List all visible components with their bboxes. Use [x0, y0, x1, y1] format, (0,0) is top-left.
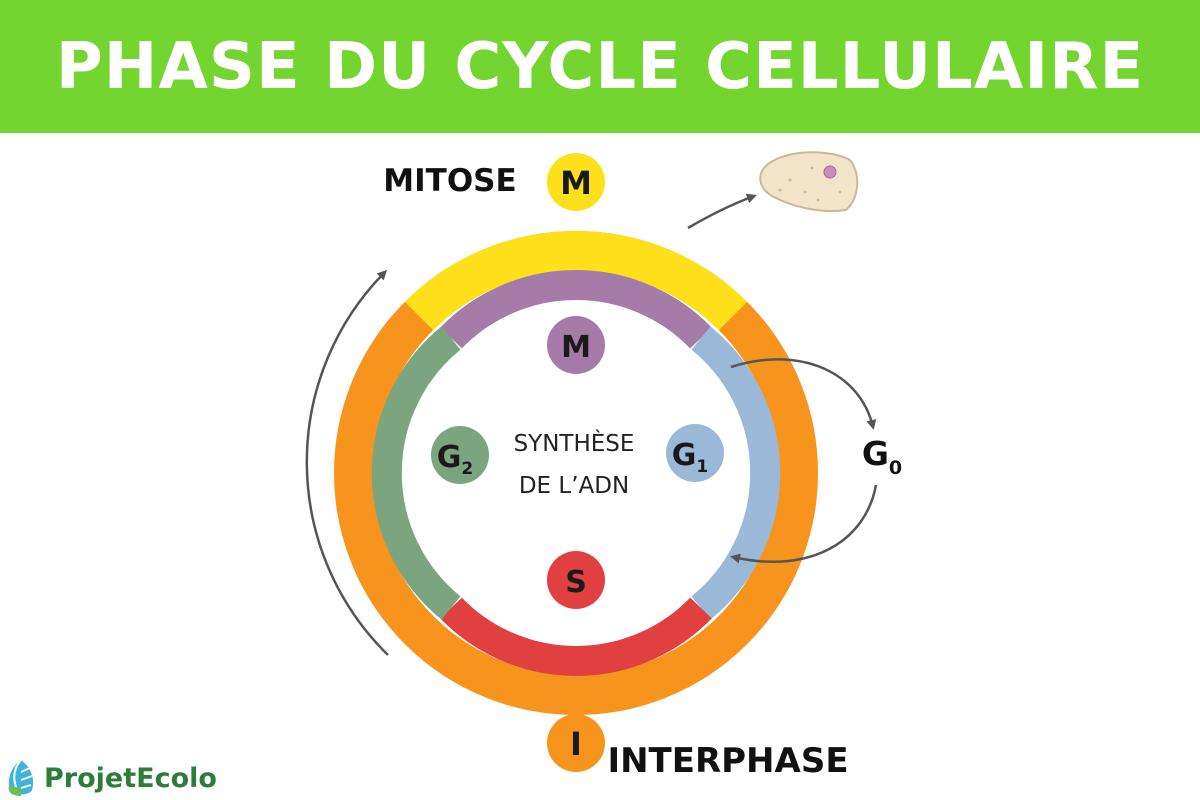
mitose-badge-text: M: [560, 164, 592, 202]
m-phase-badge: [547, 316, 605, 374]
s-phase-badge: [547, 551, 605, 609]
cell-illustration: [759, 151, 859, 212]
g1-phase-arc: [691, 326, 781, 620]
g2-subscript: 2: [461, 459, 473, 479]
center-text-line1: SYNTHÈSE: [514, 429, 635, 457]
center-text-line2: DE L’ADN: [519, 473, 629, 499]
m-phase-badge-text: M: [561, 330, 591, 365]
g2-phase-badge: [431, 426, 489, 484]
g2-phase-badge-text: G2: [437, 440, 473, 479]
g0-subscript: 0: [889, 457, 902, 479]
mitose-label: MITOSE: [383, 163, 516, 199]
g1-phase-badge: [666, 424, 724, 482]
mitose-badge: [547, 153, 605, 211]
cycle-direction-arrow: [305, 269, 389, 656]
g1-subscript: 1: [696, 457, 708, 477]
header-banner: PHASE DU CYCLE CELLULAIRE: [0, 0, 1200, 133]
interphase-badge: [547, 714, 605, 772]
g1-phase-badge-text: G1: [672, 438, 708, 477]
g0-label: G0: [862, 434, 902, 479]
s-phase-arc: [440, 597, 712, 676]
leaf-icon: [8, 759, 34, 797]
exit-cell-arrow: [687, 193, 757, 230]
mitose-ring-arc: [404, 231, 748, 331]
g0-return-arrow: [730, 484, 878, 564]
page-title: PHASE DU CYCLE CELLULAIRE: [55, 29, 1145, 104]
m-phase-arc: [440, 270, 712, 349]
brand-logo: ProjetEcolo: [4, 756, 217, 800]
interphase-label: INTERPHASE: [607, 741, 848, 781]
brand-name: ProjetEcolo: [44, 762, 217, 794]
s-phase-badge-text: S: [565, 565, 587, 600]
interphase-badge-text: I: [570, 725, 582, 763]
g0-entry-arrow: [730, 358, 877, 430]
g2-phase-arc: [371, 326, 461, 620]
